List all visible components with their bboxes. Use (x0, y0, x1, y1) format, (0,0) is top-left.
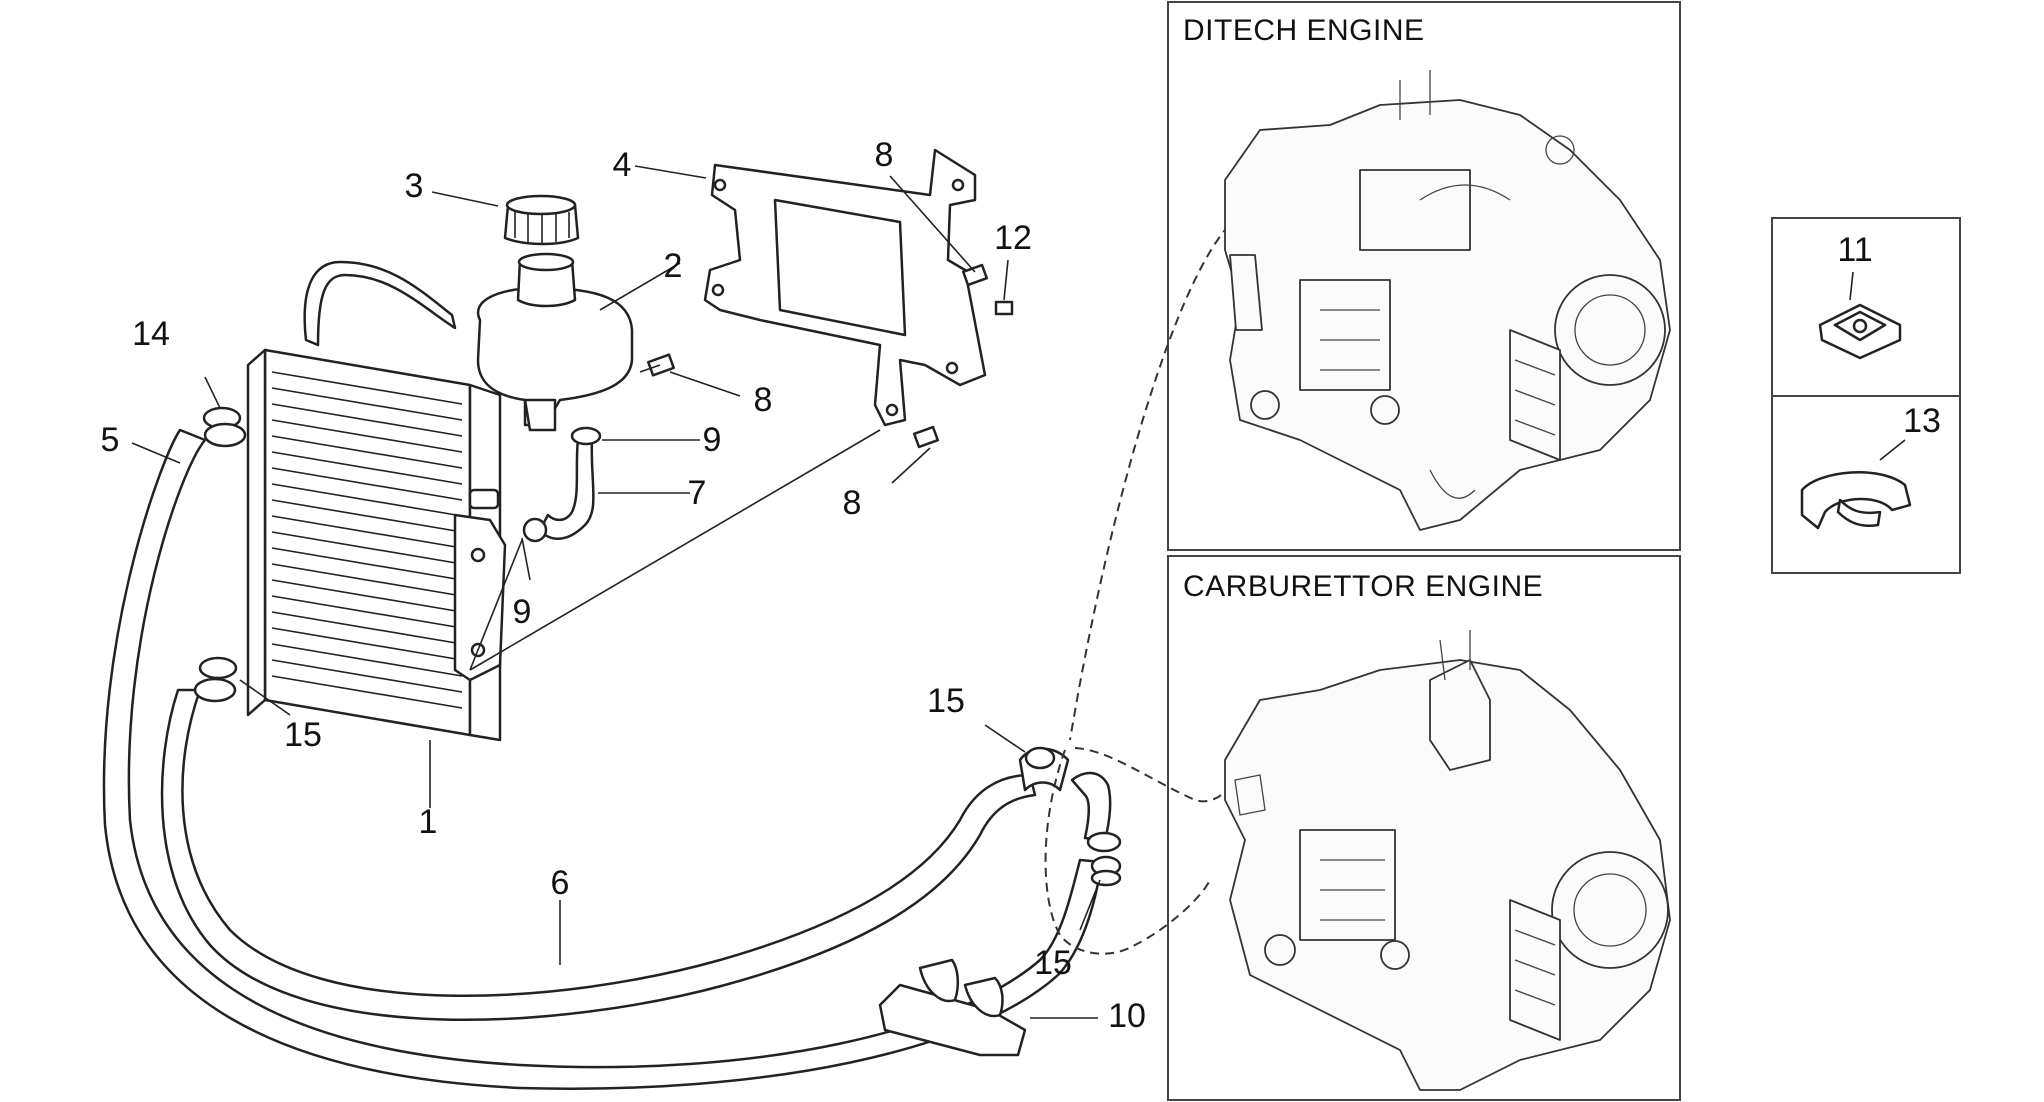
callout-9-upper: 9 (702, 421, 722, 459)
callout-8-bottom: 8 (842, 484, 862, 522)
hose-6-engine-end (1070, 771, 1122, 853)
ditech-engine-illustration (1224, 70, 1671, 531)
radiator-fins (271, 371, 463, 709)
callout-13: 13 (1903, 402, 1941, 440)
callout-5: 5 (100, 421, 120, 459)
callout-9-lower: 9 (512, 593, 532, 631)
hose-support-10 (878, 958, 1027, 1057)
callout-12: 12 (994, 219, 1032, 257)
callout-6: 6 (550, 864, 570, 902)
callout-14: 14 (132, 315, 170, 353)
callout-10: 10 (1108, 997, 1146, 1035)
hose-clip-13 (1800, 471, 1912, 530)
callout-15-upper-hose: 15 (927, 682, 965, 720)
dashed-connection-lines (1044, 214, 1241, 955)
clamp-9-lower (522, 517, 548, 543)
carburettor-engine-title: CARBURETTOR ENGINE (1183, 570, 1544, 603)
expansion-tank (476, 252, 634, 432)
callout-4: 4 (612, 146, 632, 184)
clamp-15-radiator (193, 656, 238, 703)
screw-8-tank (639, 353, 675, 377)
callout-2: 2 (663, 247, 683, 285)
clip-nut-11 (1818, 303, 1902, 360)
callout-1: 1 (418, 803, 438, 841)
tank-bracket (703, 148, 987, 427)
callout-8-top: 8 (874, 136, 894, 174)
screw-8-bracket-top (961, 263, 989, 287)
screw-12 (994, 300, 1014, 316)
callout-11: 11 (1837, 231, 1873, 269)
screw-8-bracket-bottom (912, 425, 940, 449)
overflow-tube (303, 260, 457, 347)
callout-15-radiator: 15 (284, 716, 322, 754)
callout-3: 3 (404, 167, 424, 205)
drain-hose-7 (538, 436, 595, 540)
callout-7: 7 (687, 474, 707, 512)
clamp-15-lower-hose (1090, 855, 1122, 887)
tank-cap (503, 194, 580, 246)
clamp-14 (202, 406, 247, 448)
carburettor-engine-illustration (1224, 630, 1671, 1091)
ditech-engine-title: DITECH ENGINE (1183, 14, 1425, 47)
callout-8-tank: 8 (753, 381, 773, 419)
radiator (246, 348, 507, 742)
leader-lines (131, 165, 1906, 1019)
clamp-15-upper-hose (1024, 746, 1056, 770)
callout-15-lower-hose: 15 (1034, 944, 1072, 982)
clamp-9-upper (570, 426, 602, 446)
